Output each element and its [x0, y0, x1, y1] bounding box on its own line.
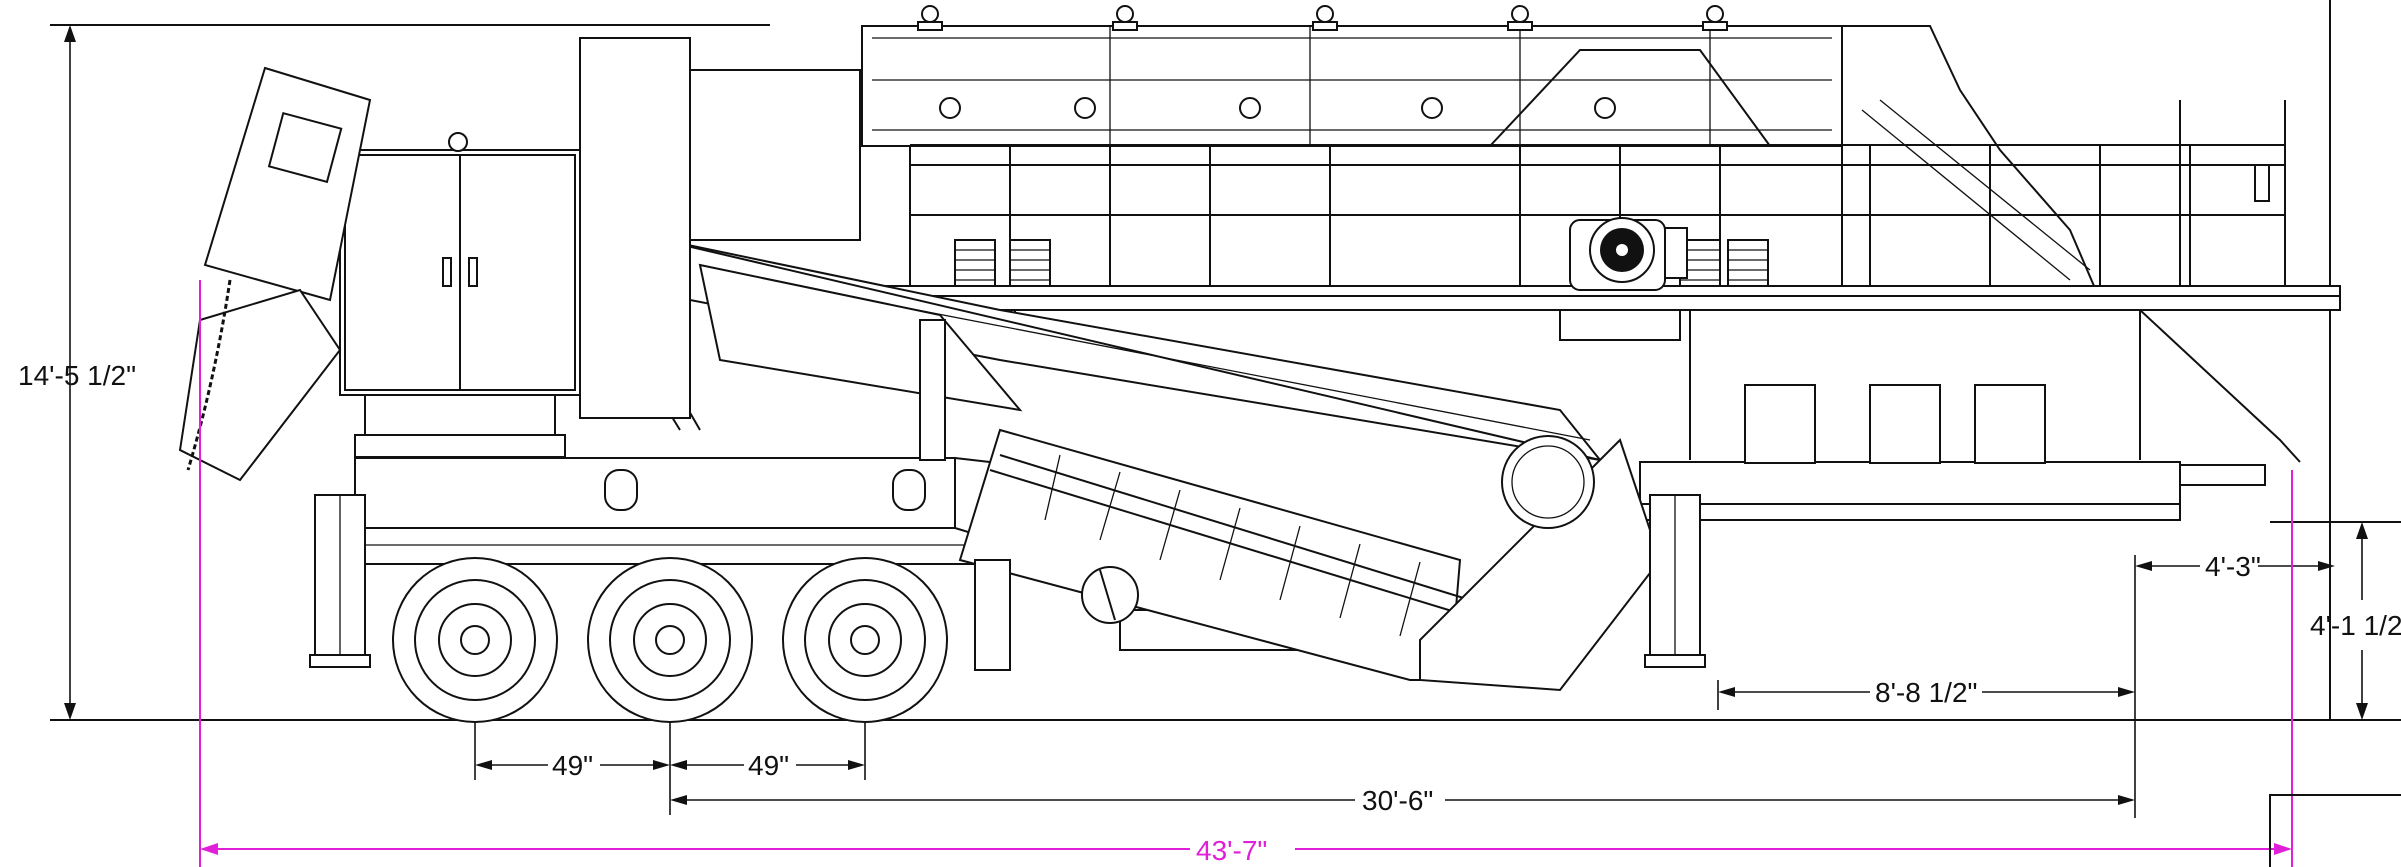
rear-overhang-label: 8'-8 1/2" [1875, 677, 1977, 708]
drive-motor [1569, 217, 1688, 291]
landing-legs [309, 494, 1706, 668]
control-cabinet [339, 37, 861, 458]
tail-height-label: 4'-1 1/2 [2310, 610, 2401, 641]
dimension-lines [64, 25, 2401, 867]
wheel-3 [782, 557, 948, 723]
rear-underframe [1689, 309, 2301, 486]
overall-length-label: 43'-7" [1196, 835, 1267, 866]
axle-to-rear-label: 30'-6" [1362, 785, 1433, 816]
tail-extension-label: 4'-3" [2205, 551, 2261, 582]
overall-length-dimension [199, 280, 2293, 867]
dimension-labels: 14'-5 1/2" 49" 49" 30'-6" 8'-8 1/2" 4'-3… [18, 360, 2401, 866]
screen-box [861, 5, 2102, 301]
axle-spacing-2-label: 49" [748, 750, 789, 781]
overall-height-label: 14'-5 1/2" [18, 360, 136, 391]
wheel-1 [392, 557, 558, 723]
wheel-2 [587, 557, 753, 723]
axle-spacing-1-label: 49" [552, 750, 593, 781]
axle-wheels [392, 557, 948, 723]
feed-conveyor [599, 233, 1662, 692]
tilted-control-panel [178, 66, 372, 482]
